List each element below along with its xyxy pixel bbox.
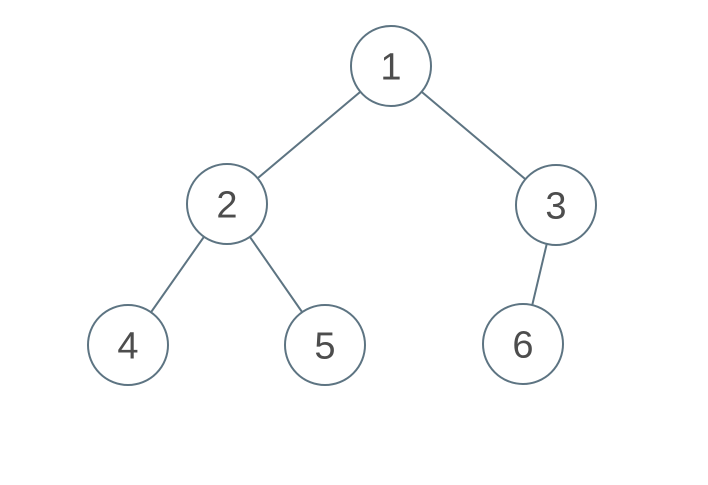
tree-node-6[interactable]: 6	[482, 303, 564, 385]
node-label: 3	[545, 185, 566, 227]
node-circle[interactable]	[87, 304, 169, 386]
tree-node-3[interactable]: 3	[515, 164, 597, 246]
tree-node-5[interactable]: 5	[284, 304, 366, 386]
node-label: 4	[117, 325, 138, 367]
node-circle[interactable]	[284, 304, 366, 386]
tree-node-2[interactable]: 2	[186, 163, 268, 245]
tree-node-4[interactable]: 4	[87, 304, 169, 386]
tree-node-1[interactable]: 1	[350, 25, 432, 107]
node-label: 6	[512, 324, 533, 366]
node-circle[interactable]	[350, 25, 432, 107]
node-label: 5	[314, 325, 335, 367]
node-label: 1	[380, 46, 401, 88]
node-circle[interactable]	[515, 164, 597, 246]
node-label: 2	[216, 184, 237, 226]
node-circle[interactable]	[186, 163, 268, 245]
node-circle[interactable]	[482, 303, 564, 385]
